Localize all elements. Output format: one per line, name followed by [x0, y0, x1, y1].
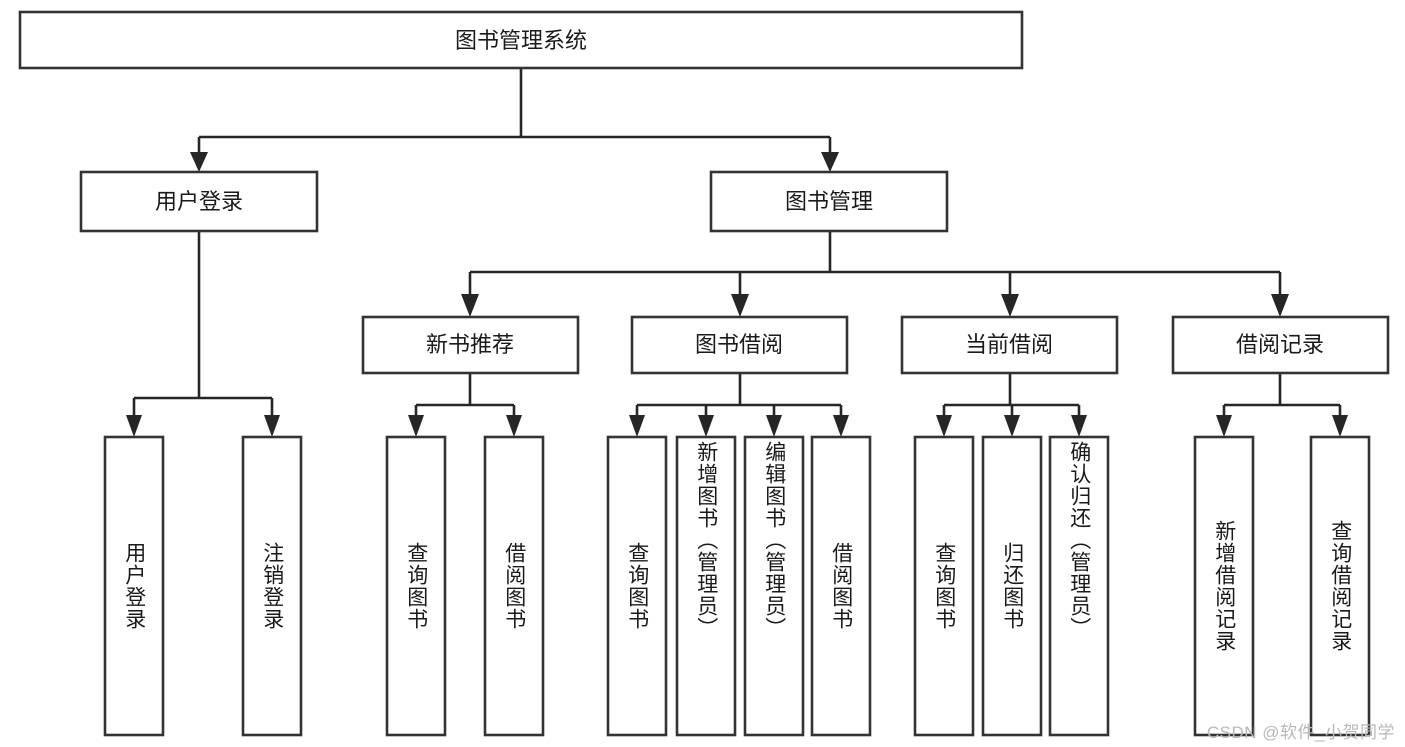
arrowhead-icon-book-borrow — [731, 294, 749, 317]
node-leaf-box-new-book-1[interactable] — [483, 435, 545, 737]
arrowhead-icon-leaf-nb-1 — [506, 415, 522, 437]
node-root-label: 图书管理系统 — [455, 28, 587, 53]
node-leaf-box-new-book-0[interactable] — [385, 435, 447, 737]
node-new-book-label: 新书推荐 — [426, 332, 514, 357]
node-book-manage-box[interactable] — [709, 170, 949, 233]
arrowhead-icon-leaf-nb-0 — [408, 415, 424, 437]
arrowhead-icon-leaf-cb-0 — [936, 415, 952, 437]
node-leaf-box-book-borrow-3[interactable] — [810, 435, 872, 737]
node-leaf-box-current-borrow-1[interactable] — [981, 435, 1043, 737]
arrowhead-icon-leaf-ul-1 — [264, 415, 280, 437]
node-leaf-box-borrow-record-1[interactable] — [1309, 435, 1371, 737]
arrowhead-icon-leaf-cb-2 — [1071, 415, 1087, 437]
node-user-login-label: 用户登录 — [155, 189, 243, 214]
node-borrow-record-label: 借阅记录 — [1236, 332, 1324, 357]
node-borrow-record-box[interactable] — [1171, 315, 1390, 375]
node-box-group: 图书管理系统 用户登录 图书管理 新书推荐 图书借阅 当前借阅 借阅记录 — [18, 10, 1390, 737]
node-book-borrow-box[interactable] — [630, 315, 849, 375]
node-root-box[interactable] — [18, 10, 1024, 70]
arrowhead-group — [126, 152, 1348, 437]
node-book-manage-label: 图书管理 — [785, 189, 873, 214]
arrowhead-icon-new-book — [461, 294, 479, 317]
node-user-login-box[interactable] — [79, 170, 319, 233]
arrowhead-icon-leaf-bb-3 — [833, 415, 849, 437]
arrowhead-icon-leaf-bb-2 — [766, 415, 782, 437]
arrowhead-icon-current-borrow — [1001, 294, 1019, 317]
node-leaf-box-current-borrow-2[interactable] — [1048, 435, 1110, 737]
arrowhead-icon-book-manage — [821, 152, 839, 172]
arrowhead-icon-leaf-cb-1 — [1004, 415, 1020, 437]
node-new-book-box[interactable] — [361, 315, 580, 375]
arrowhead-icon-leaf-br-0 — [1216, 415, 1232, 437]
arrowhead-icon-leaf-br-1 — [1332, 415, 1348, 437]
arrowhead-icon-user-login — [190, 152, 208, 172]
arrowhead-icon-leaf-bb-1 — [698, 415, 714, 437]
node-leaf-box-current-borrow-0[interactable] — [913, 435, 975, 737]
node-leaf-box-book-borrow-1[interactable] — [675, 435, 737, 737]
arrowhead-icon-borrow-record — [1271, 294, 1289, 317]
node-leaf-box-book-borrow-0[interactable] — [606, 435, 668, 737]
node-current-borrow-box[interactable] — [900, 315, 1119, 375]
node-leaf-box-user-login-1[interactable] — [241, 435, 303, 737]
node-leaf-box-user-login-0[interactable] — [103, 435, 165, 737]
node-leaf-box-borrow-record-0[interactable] — [1193, 435, 1255, 737]
node-leaf-box-book-borrow-2[interactable] — [743, 435, 805, 737]
node-book-borrow-label: 图书借阅 — [695, 332, 783, 357]
arrowhead-icon-leaf-bb-0 — [629, 415, 645, 437]
arrowhead-icon-leaf-ul-0 — [126, 415, 142, 437]
node-current-borrow-label: 当前借阅 — [965, 332, 1053, 357]
